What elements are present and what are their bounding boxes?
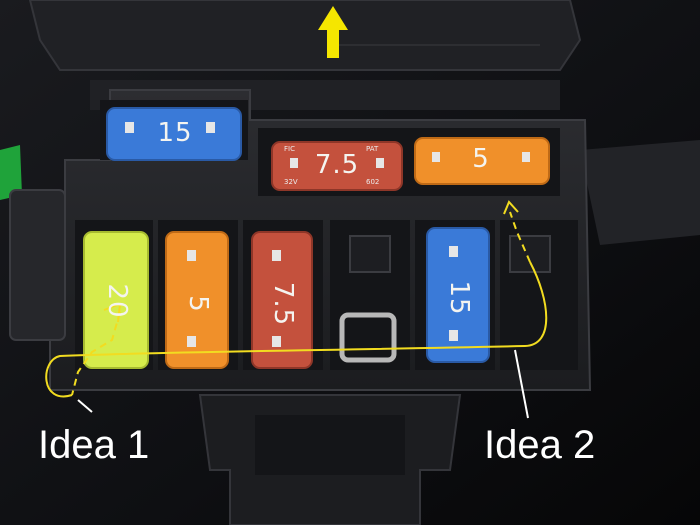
fuse-top-orange-label: 5 [472, 144, 490, 174]
terminal-empty-slot [339, 312, 397, 363]
connector-cavity [255, 415, 405, 475]
fuse-marking-volt: 32V [284, 178, 298, 186]
green-connector [0, 145, 22, 200]
fuse-marking-pat: PAT [366, 145, 379, 153]
fuse-pin [125, 122, 134, 133]
fuse-pin [272, 336, 281, 347]
right-bracket [580, 140, 700, 245]
route-idea1-dashed [71, 311, 121, 396]
fuse-bottom-red [251, 231, 313, 369]
fuse-pin [449, 246, 458, 257]
pointer-idea1 [77, 399, 93, 413]
fuse-pin [432, 152, 440, 162]
route-arrowhead-icon [503, 200, 519, 215]
fuse-bottom-blue-label: 15 [444, 280, 474, 316]
fuse-bottom-yellow-label: 20 [102, 283, 132, 319]
route-line [45, 261, 548, 398]
fuse-pin [187, 336, 196, 347]
terminal-top-empty [349, 235, 391, 273]
fuse-bottom-yellow [83, 231, 149, 369]
annotation-idea2: Idea 2 [484, 423, 596, 467]
fuse-pin [449, 330, 458, 341]
fuse-bottom-blue [426, 227, 490, 363]
fuse-pin [522, 152, 530, 162]
fuse-top-blue-label: 15 [157, 118, 193, 148]
pointer-idea2 [514, 349, 529, 419]
fuse-top-blue [106, 107, 242, 161]
fuse-pin [376, 158, 384, 168]
terminal-top-empty-2 [509, 235, 551, 273]
fuse-top-orange [414, 137, 550, 185]
top-cover [28, 0, 582, 71]
left-tab [9, 189, 66, 341]
fuse-top-red-label: 7.5 [314, 150, 360, 180]
fuse-bottom-red-label: 7.5 [268, 281, 298, 327]
fuse-marking-num: 602 [366, 178, 380, 186]
fuse-marking-fic: FIC [284, 145, 295, 153]
annotation-idea1: Idea 1 [38, 423, 150, 467]
fuse-bottom-orange-label: 5 [183, 295, 213, 313]
fuse-pin [187, 250, 196, 261]
fuse-top-red [271, 141, 403, 191]
fuse-pin [272, 250, 281, 261]
up-arrow-icon [318, 6, 348, 58]
route-arrowhead-icon [103, 302, 122, 323]
fuse-bottom-orange [165, 231, 229, 369]
fuse-pin [290, 158, 298, 168]
fuse-pin [206, 122, 215, 133]
